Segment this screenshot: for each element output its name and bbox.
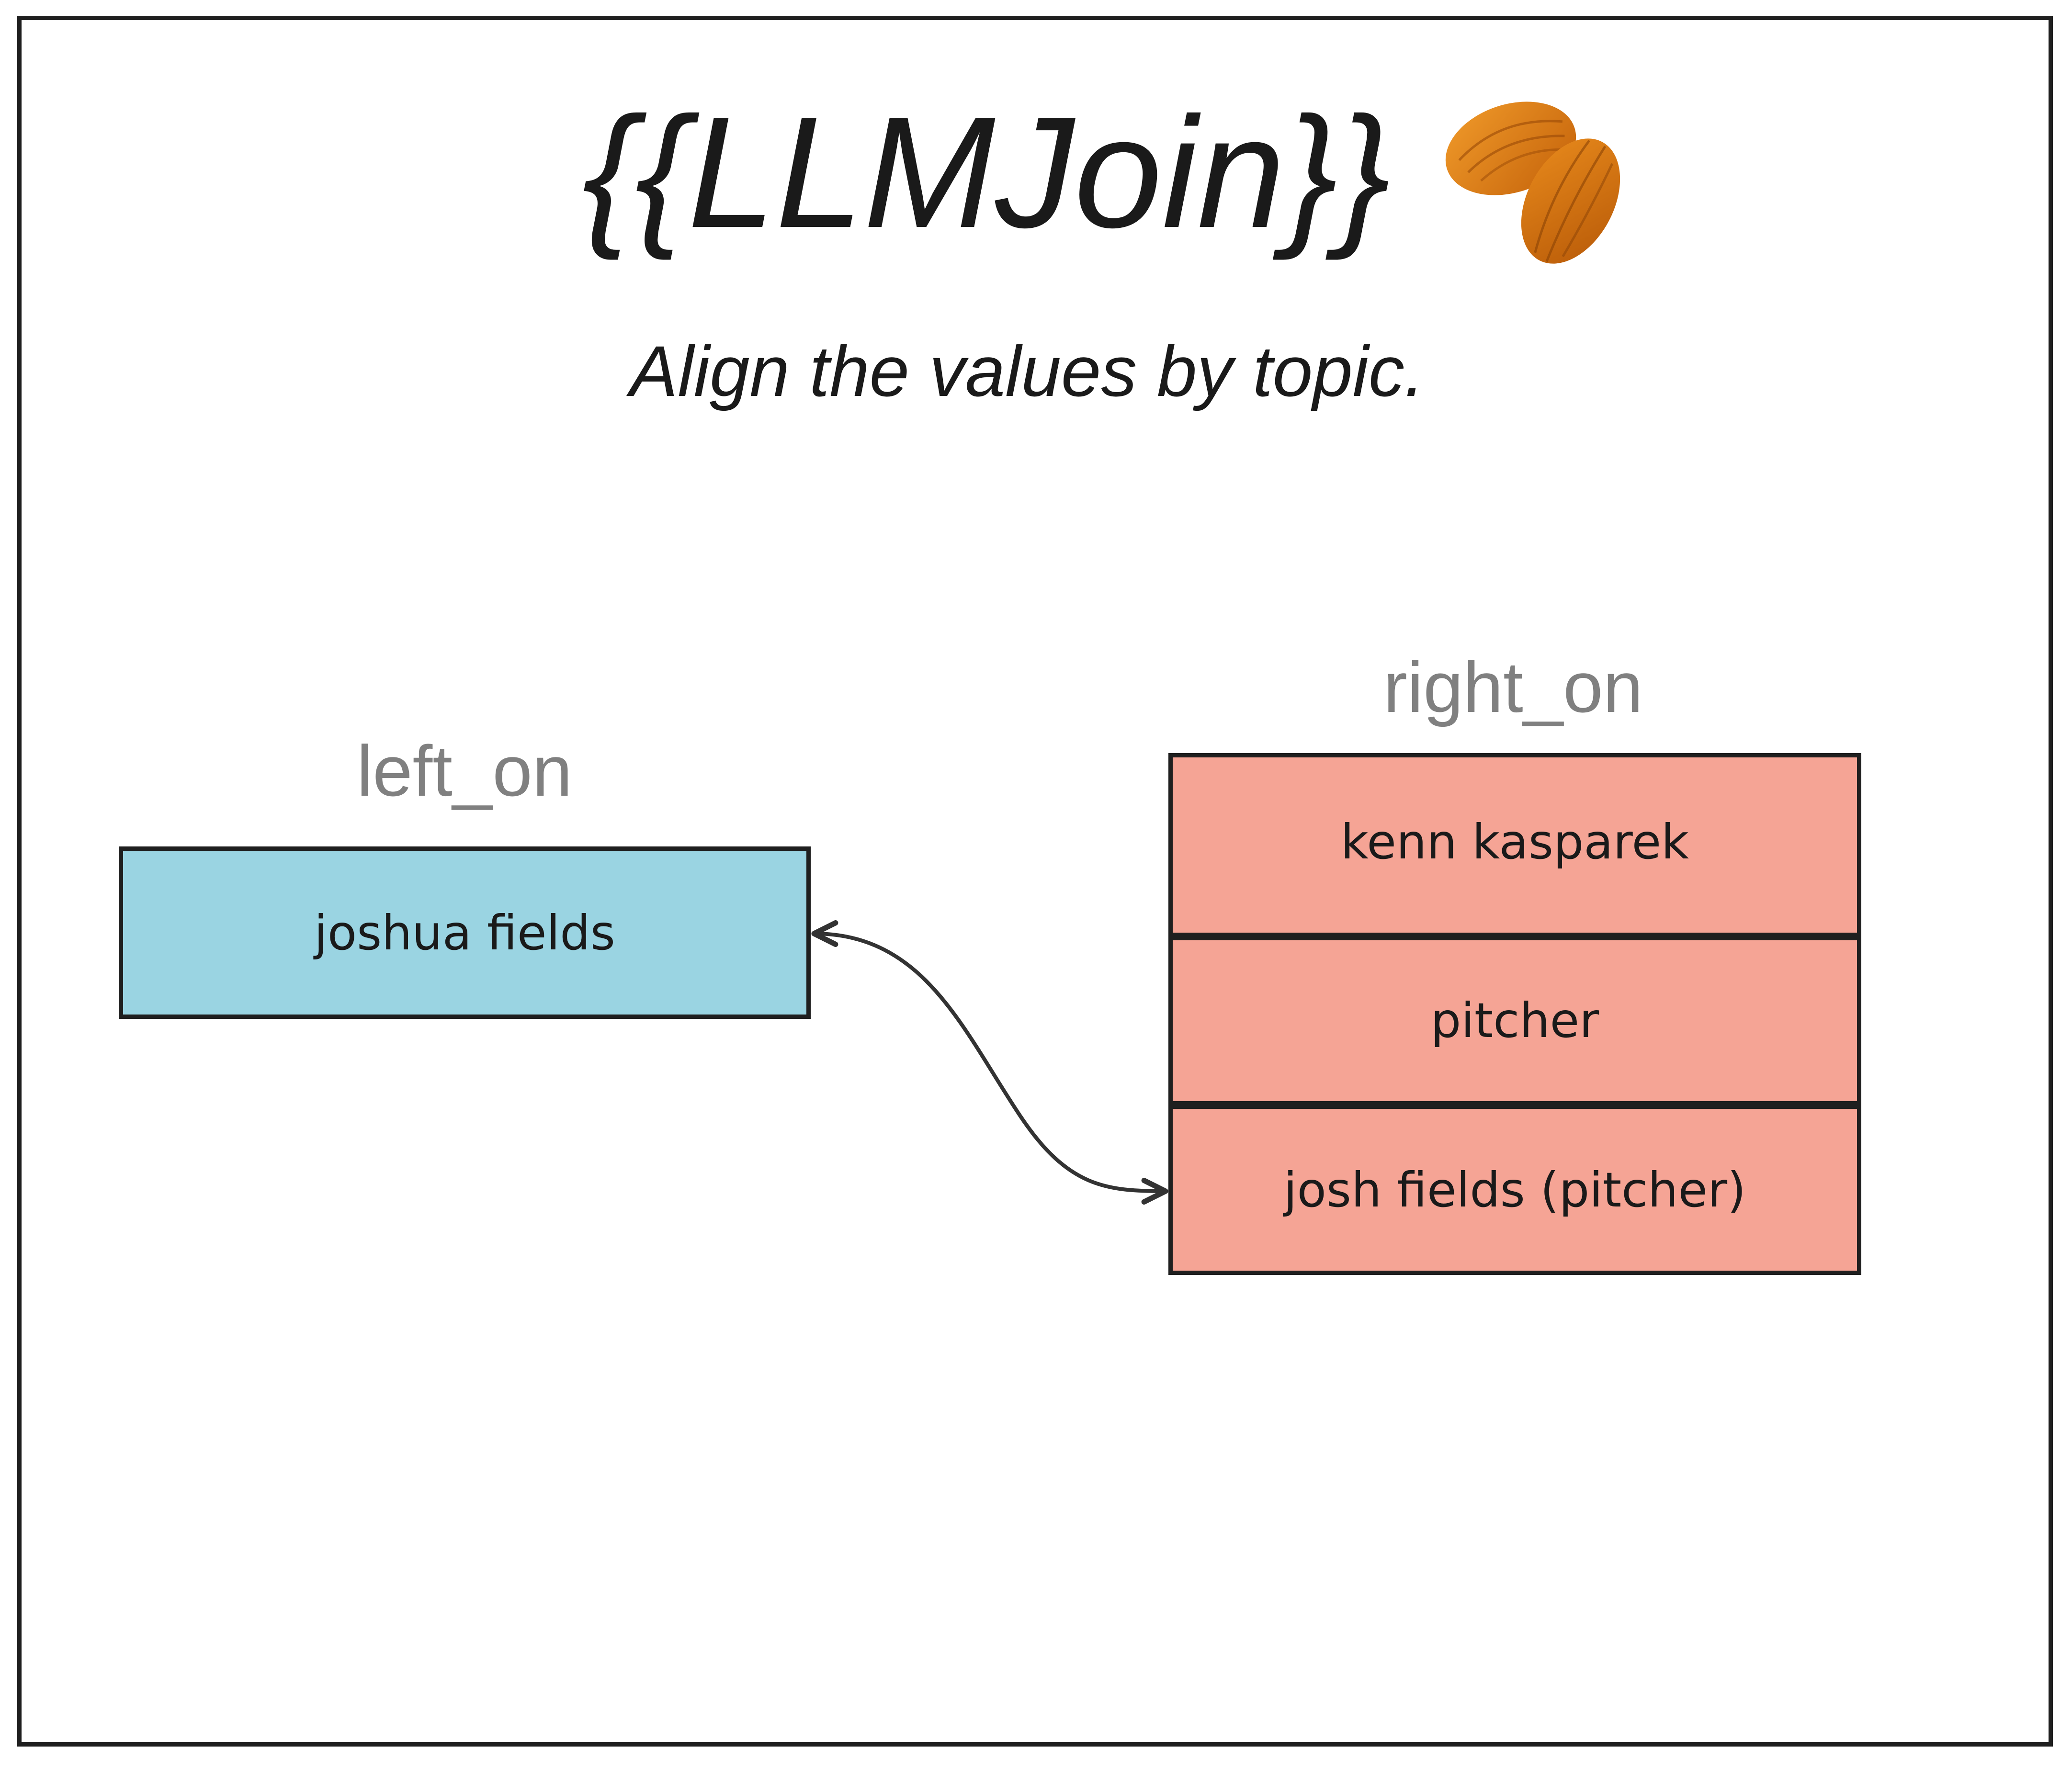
right-value-cell: kenn kasparek bbox=[1173, 757, 1857, 926]
left-value-box: joshua fields bbox=[119, 846, 811, 1019]
right-value-cell: josh fields (pitcher) bbox=[1173, 1101, 1857, 1271]
left-value-text: joshua fields bbox=[314, 904, 615, 961]
left-on-label: left_on bbox=[356, 731, 573, 811]
right-value-text: pitcher bbox=[1430, 992, 1599, 1048]
right-value-text: josh fields (pitcher) bbox=[1283, 1161, 1746, 1218]
right-on-label: right_on bbox=[1383, 647, 1643, 727]
almonds-icon bbox=[1445, 101, 1620, 264]
diagram-subtitle: Align the values by topic. bbox=[630, 331, 1425, 411]
diagram-title: {{LLMJoin}} bbox=[582, 84, 1391, 260]
right-value-stack: kenn kasparek pitcher josh fields (pitch… bbox=[1168, 753, 1861, 1275]
right-value-cell: pitcher bbox=[1173, 933, 1857, 1100]
right-value-text: kenn kasparek bbox=[1340, 813, 1689, 870]
